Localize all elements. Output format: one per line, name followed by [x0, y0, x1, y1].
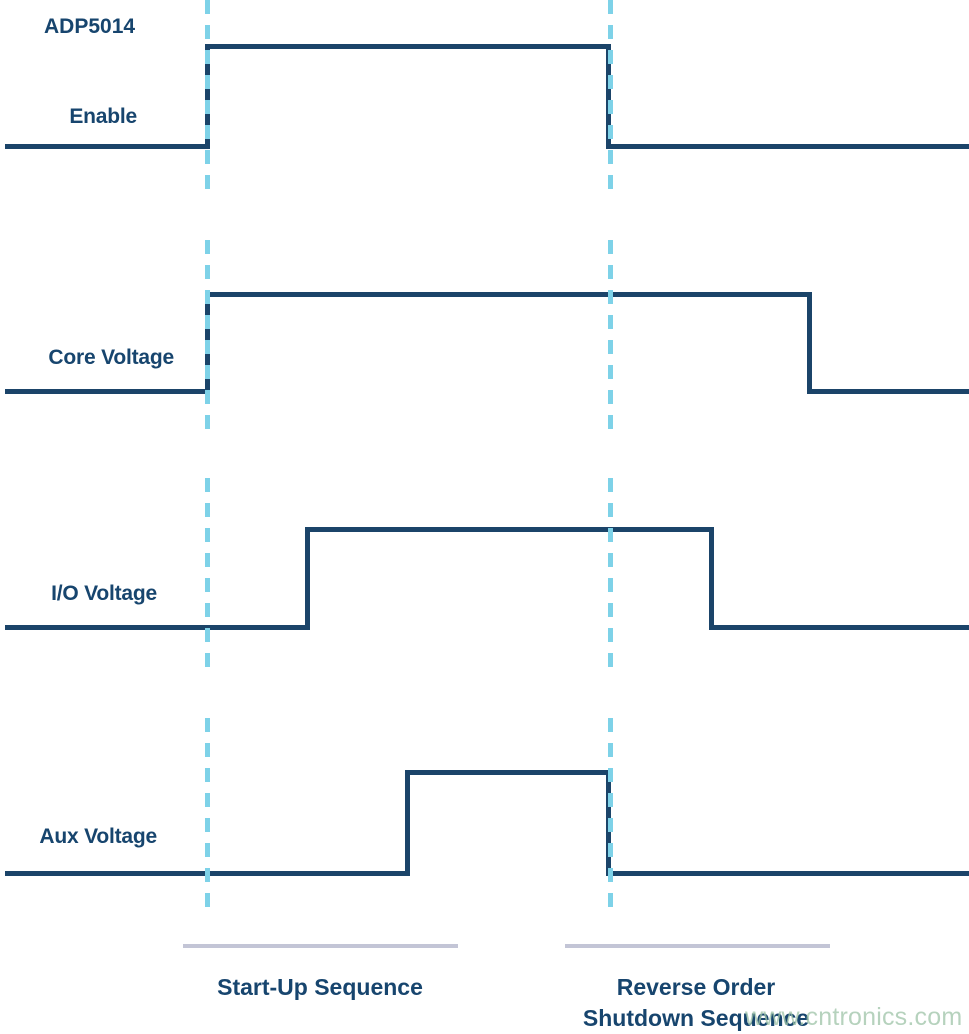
core-voltage-high [205, 292, 812, 297]
core-voltage-falling-edge [807, 292, 812, 394]
io-voltage-rising-edge [305, 527, 310, 630]
enable-low-left [5, 144, 210, 149]
core-voltage-low-left [5, 389, 210, 394]
signal-label-enable: Enable [69, 105, 137, 128]
enable-high [205, 44, 611, 49]
aux-voltage-high [405, 770, 611, 775]
aux-voltage-low-right [606, 871, 969, 876]
start-up-marker-seg-io [205, 478, 210, 678]
io-voltage-high [305, 527, 714, 532]
start-up-marker-seg-enable [205, 0, 210, 200]
shutdown-marker-seg-io [608, 478, 613, 678]
start-up-marker-seg-aux [205, 718, 210, 918]
shutdown-marker-seg-aux [608, 718, 613, 918]
signal-label-core-voltage: Core Voltage [48, 346, 174, 369]
io-voltage-low-left [5, 625, 310, 630]
io-voltage-low-right [709, 625, 969, 630]
start-up-marker-seg-core [205, 240, 210, 435]
shutdown-marker-seg-core [608, 240, 613, 435]
signal-label-aux-voltage: Aux Voltage [39, 825, 157, 848]
site-watermark: www.cntronics.com [745, 1003, 963, 1031]
enable-low-right [606, 144, 969, 149]
shutdown-marker-seg-enable [608, 0, 613, 200]
shutdown-caption: Reverse Order Shutdown Sequence [582, 974, 810, 1031]
signal-label-io-voltage: I/O Voltage [51, 582, 157, 605]
device-title: ADP5014 [44, 15, 136, 38]
aux-voltage-rising-edge [405, 770, 410, 876]
shutdown-bracket [565, 944, 830, 948]
start-up-caption: Start-Up Sequence [217, 974, 423, 1000]
io-voltage-falling-edge [709, 527, 714, 630]
core-voltage-low-right [807, 389, 969, 394]
start-up-bracket [183, 944, 458, 948]
